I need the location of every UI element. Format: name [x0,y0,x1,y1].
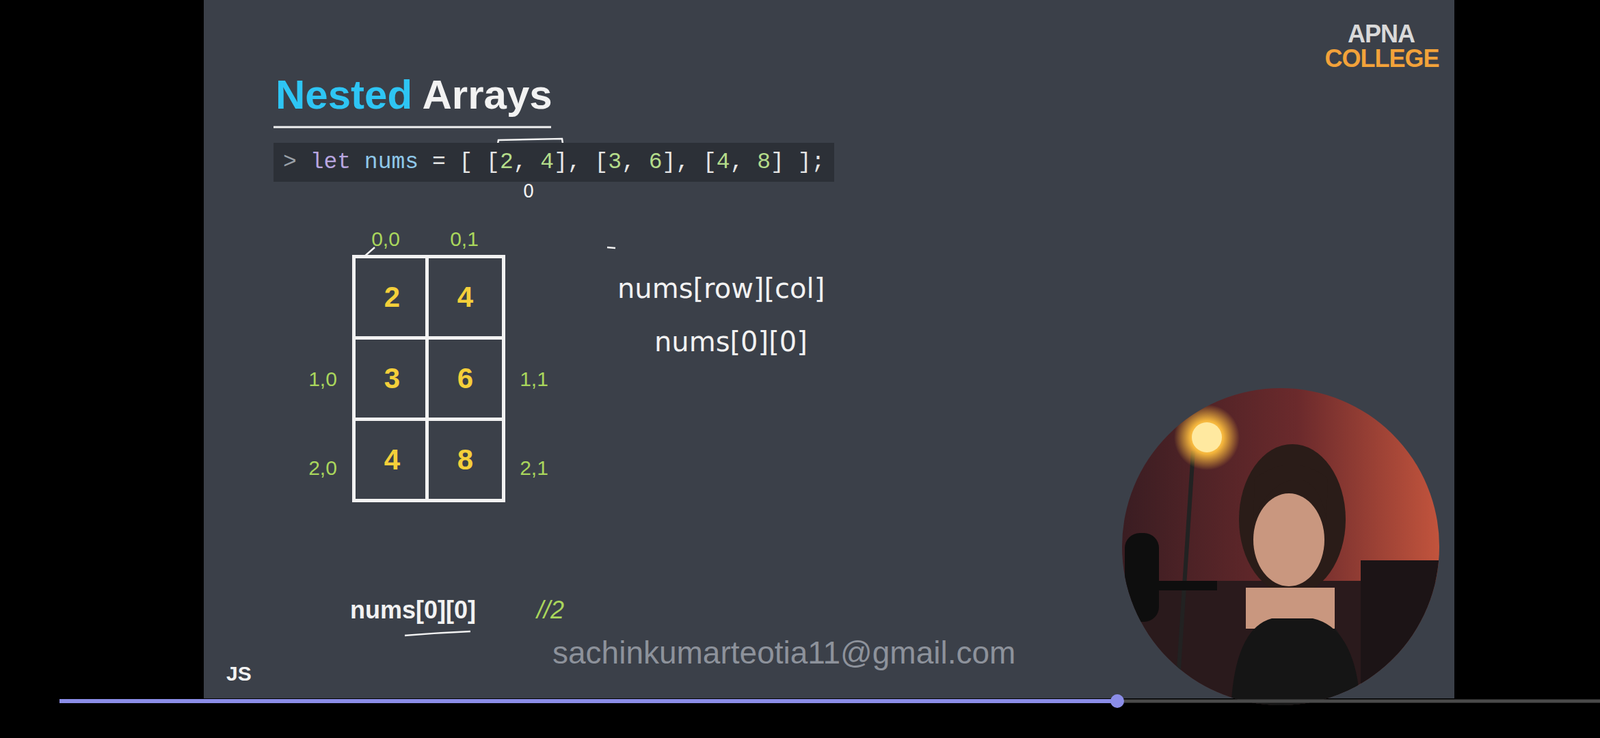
index-label: 0,0 [371,227,400,251]
cell-value: 6 [457,362,474,396]
code-token: ] ]; [770,149,825,176]
lamp-glow [1174,404,1240,471]
hand-note: 0 [523,181,535,202]
array-cell: 8 [425,417,506,503]
title-underline [273,126,552,129]
watermark: sachinkumarteotia11@gmail.com [552,635,1016,671]
cell-value: 2 [384,281,400,314]
code-token: > [283,149,297,176]
person-face [1253,493,1325,587]
logo-text: COLLEGE [1324,45,1439,73]
array-cell: 6 [425,336,506,422]
code-token: 3 [607,149,622,176]
code-token: 4 [540,149,554,176]
cell-value: 3 [384,362,400,396]
person-fringe [1253,464,1328,520]
index-label: 2,1 [519,456,549,480]
progress-track [59,700,1600,704]
index-label: 2,0 [308,456,338,480]
code-token: let [310,149,351,176]
code-token [296,149,311,176]
progress-bar [59,699,1118,704]
mic-arm [1155,581,1218,591]
code-token: nums [364,149,419,176]
code-token: ], [ [662,149,717,176]
index-label: 0,1 [449,227,479,251]
cell-value: 4 [457,281,474,314]
code-line: > let nums = [ [2, 4], [3, 6], [4, 8] ]; [283,149,825,176]
title-word: Nested [275,71,413,118]
code-token: 4 [716,149,731,176]
hand-dash [607,247,616,249]
webcam-view [1121,388,1443,712]
code-token: 6 [648,149,663,176]
code-token: = [ [ [418,149,500,176]
section-tag: JS [226,662,252,686]
array-cell: 2 [352,255,433,340]
cell-value: 4 [384,443,400,477]
index-label: 1,0 [308,367,338,391]
code-token: , [621,149,649,176]
progress-knob [1110,694,1125,709]
code-token: 8 [756,149,771,176]
array-cell: 4 [352,417,433,503]
slide-title: Nested Arrays [275,71,553,119]
title-word: Arrays [412,71,553,118]
index-label: 1,1 [519,367,549,391]
lamp-bulb [1191,422,1222,453]
hand-note: nums[row][col] [617,273,825,304]
code-token: 2 [499,149,514,176]
code-token: , [730,149,758,176]
hand-note: nums[0][0] [654,326,808,357]
code-example: nums[0][0] [350,596,476,625]
microphone [1124,533,1159,623]
chair [1360,560,1443,712]
person-hair [1238,444,1346,595]
logo-text: APNA [1347,20,1415,48]
person-shirt [1230,618,1361,712]
hand-underline [404,631,471,636]
code-token: ], [ [553,149,608,176]
cell-value: 8 [457,443,474,477]
code-token [350,149,365,176]
code-comment: //2 [536,596,565,625]
array-cell: 4 [425,255,506,340]
array-cell: 3 [352,336,433,422]
code-box: > let nums = [ [2, 4], [3, 6], [4, 8] ]; [273,142,835,182]
slide-background [203,0,1455,699]
code-token: , [513,149,541,176]
